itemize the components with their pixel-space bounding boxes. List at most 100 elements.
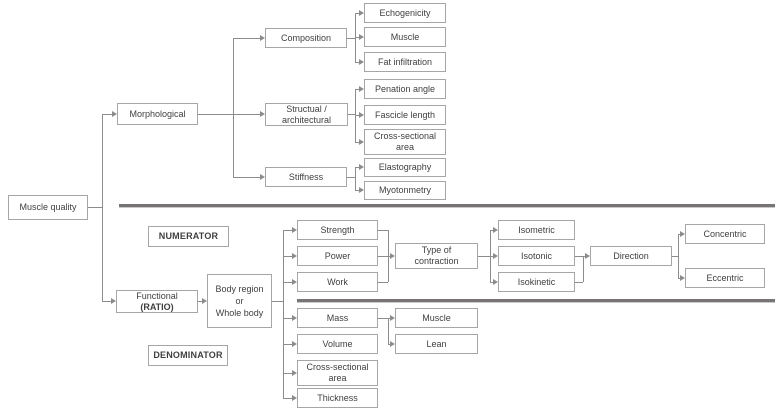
node-volume: Volume: [297, 334, 378, 354]
connector-line: [490, 256, 494, 257]
connector-line: [388, 318, 391, 319]
section-divider-bar: [119, 204, 775, 208]
node-label: area: [395, 142, 414, 152]
connector-line: [283, 256, 292, 257]
connector-line: [678, 234, 681, 235]
node-label: Functional: [136, 290, 178, 301]
node-label: Cross-sectional: [373, 131, 437, 142]
arrow-icon: [202, 298, 207, 304]
connector-line: [347, 177, 355, 178]
arrow-icon: [112, 111, 117, 117]
node-mass-lean: Lean: [395, 334, 478, 354]
connector-line: [378, 282, 388, 283]
arrow-icon: [359, 10, 364, 16]
arrow-icon: [359, 164, 364, 170]
connector-line: [575, 282, 583, 283]
node-mass-muscle: Muscle: [395, 308, 478, 328]
node-isometric: Isometric: [498, 220, 575, 240]
connector-line: [355, 167, 356, 191]
connector-line: [283, 318, 292, 319]
connector-line: [283, 373, 292, 374]
connector-line: [233, 38, 234, 177]
connector-line: [102, 114, 112, 115]
node-label: Body region: [215, 283, 264, 294]
node-fat-infiltration: Fat infiltration: [364, 52, 446, 72]
connector-line: [478, 256, 490, 257]
connector-line: [355, 190, 360, 191]
node-isokinetic: Isokinetic: [498, 272, 575, 292]
node-echogenicity: Echogenicity: [364, 3, 446, 23]
denominator-heading: DENOMINATOR: [148, 345, 228, 366]
arrow-icon: [292, 341, 297, 347]
node-thickness: Thickness: [297, 388, 378, 408]
node-fascicle-length: Fascicle length: [364, 105, 446, 125]
arrow-icon: [292, 253, 297, 259]
node-penation-angle: Penation angle: [364, 79, 446, 99]
node-strength: Strength: [297, 220, 378, 240]
node-label: Type of: [421, 245, 452, 256]
node-cross-sectional-area: Cross-sectional area: [364, 129, 446, 155]
node-body-region-whole-body: Body region or Whole body: [207, 274, 272, 328]
connector-line: [355, 89, 360, 90]
connector-line: [355, 142, 360, 143]
node-morphological: Morphological: [117, 103, 198, 125]
node-eccentric: Eccentric: [685, 268, 765, 288]
arrow-icon: [359, 139, 364, 145]
connector-line: [88, 207, 102, 208]
connector-line: [283, 398, 292, 399]
connector-line: [355, 13, 360, 14]
arrow-icon: [493, 279, 498, 285]
arrow-icon: [260, 111, 265, 117]
arrow-icon: [359, 34, 364, 40]
node-concentric: Concentric: [685, 224, 765, 244]
arrow-icon: [260, 35, 265, 41]
connector-line: [198, 301, 202, 302]
connector-line: [198, 114, 260, 115]
arrow-icon: [493, 253, 498, 259]
arrow-icon: [680, 231, 685, 237]
node-label: Whole body: [215, 308, 264, 319]
connector-line: [283, 344, 292, 345]
arrow-icon: [292, 315, 297, 321]
connector-line: [378, 256, 390, 257]
node-type-of-contraction: Type of contraction: [395, 243, 478, 269]
node-label: or: [235, 295, 244, 306]
arrow-icon: [390, 315, 395, 321]
connector-line: [672, 256, 678, 257]
connector-line: [355, 62, 360, 63]
connector-line: [233, 38, 260, 39]
connector-line: [283, 230, 284, 399]
connector-line: [378, 230, 388, 231]
node-cross-sectional-area-denominator: Cross-sectional area: [297, 360, 378, 386]
node-muscle-quality: Muscle quality: [8, 195, 88, 220]
node-composition: Composition: [265, 28, 347, 48]
connector-line: [283, 282, 292, 283]
node-label: architectural: [281, 114, 332, 125]
node-muscle-composition: Muscle: [364, 27, 446, 47]
connector-line: [102, 301, 111, 302]
connector-line: [388, 318, 389, 344]
arrow-icon: [260, 174, 265, 180]
arrow-icon: [359, 112, 364, 118]
arrow-icon: [359, 59, 364, 65]
numerator-heading: NUMERATOR: [148, 226, 229, 247]
connector-line: [102, 114, 103, 302]
connector-line: [355, 115, 360, 116]
connector-line: [347, 38, 355, 39]
connector-line: [233, 177, 260, 178]
arrow-icon: [292, 279, 297, 285]
node-mass: Mass: [297, 308, 378, 328]
connector-line: [583, 256, 584, 282]
section-divider-bar: [297, 299, 775, 303]
node-functional-ratio: Functional (RATIO): [116, 290, 198, 313]
arrow-icon: [111, 298, 116, 304]
connector-line: [575, 256, 585, 257]
node-power: Power: [297, 246, 378, 266]
node-work: Work: [297, 272, 378, 292]
arrow-icon: [390, 253, 395, 259]
node-stiffness: Stiffness: [265, 167, 347, 187]
connector-line: [678, 234, 679, 278]
node-label: (RATIO): [140, 301, 174, 312]
connector-line: [378, 318, 388, 319]
